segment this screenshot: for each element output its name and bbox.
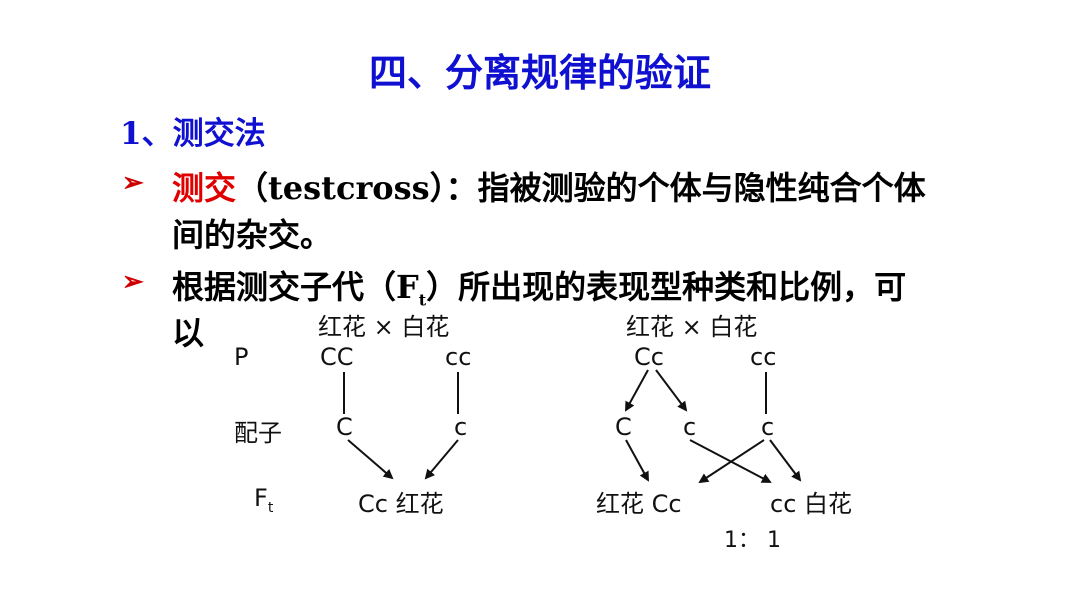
left-offspring: Cc 红花 [358, 490, 444, 518]
page-title: 四、分离规律的验证 [368, 50, 711, 95]
section-heading: 1、测交法 [120, 116, 266, 152]
bullet-1-marker: ➢ [122, 168, 144, 198]
right-gamete-1: C [615, 413, 632, 441]
ft-label: Ft [254, 484, 273, 516]
left-cross-label: 红花 × 白花 [318, 313, 450, 341]
right-arrow-p1-g2 [655, 369, 688, 412]
bullet-2-line-1: 根据测交子代（Ft）所出现的表现型种类和比例，可 [172, 262, 906, 309]
bullet-1-text-1: （testcross）：指被测验的个体与隐性纯合个体 [236, 169, 926, 207]
bullet-2-line-2: 以 [172, 314, 205, 352]
right-arrow-g1-o1 [625, 439, 649, 482]
right-arrow-g2-o2 [689, 439, 772, 483]
ft-label-sub: t [267, 499, 274, 516]
bullet-1-line-1: 测交（testcross）：指被测验的个体与隐性纯合个体 [172, 163, 926, 209]
left-parent-1: CC [320, 343, 354, 371]
left-gamete-2: c [454, 413, 468, 441]
testcross-term: 测交 [172, 169, 237, 207]
right-parent-1: Cc [634, 343, 664, 371]
left-parent-2: cc [445, 343, 472, 371]
right-gamete-2: c [683, 413, 697, 441]
right-parent-2: cc [750, 343, 777, 371]
bullet-2-text-1a: 根据测交子代（F [172, 268, 419, 306]
bullet-2-marker: ➢ [122, 267, 144, 297]
right-gamete-3: c [761, 413, 775, 441]
ft-label-main: F [254, 484, 268, 512]
gamete-label: 配子 [234, 419, 282, 447]
right-offspring-2: cc 白花 [770, 490, 853, 518]
bullet-1-line-2: 间的杂交。 [172, 216, 333, 254]
right-arrow-g3-o1 [698, 439, 765, 484]
bullet-2-text-1b: ）所出现的表现型种类和比例，可 [426, 268, 907, 306]
left-gamete-1: C [336, 413, 353, 441]
ratio-label: 1： 1 [724, 528, 781, 553]
left-arrow-2 [424, 439, 459, 480]
bullet-2-subscript: t [418, 290, 427, 310]
p-label: P [234, 343, 249, 371]
right-arrow-p1-g1 [625, 369, 649, 412]
right-cross-label: 红花 × 白花 [626, 313, 758, 341]
left-arrow-1 [347, 439, 394, 480]
right-arrow-g3-o2 [769, 439, 802, 482]
right-offspring-1: 红花 Cc [596, 490, 682, 518]
